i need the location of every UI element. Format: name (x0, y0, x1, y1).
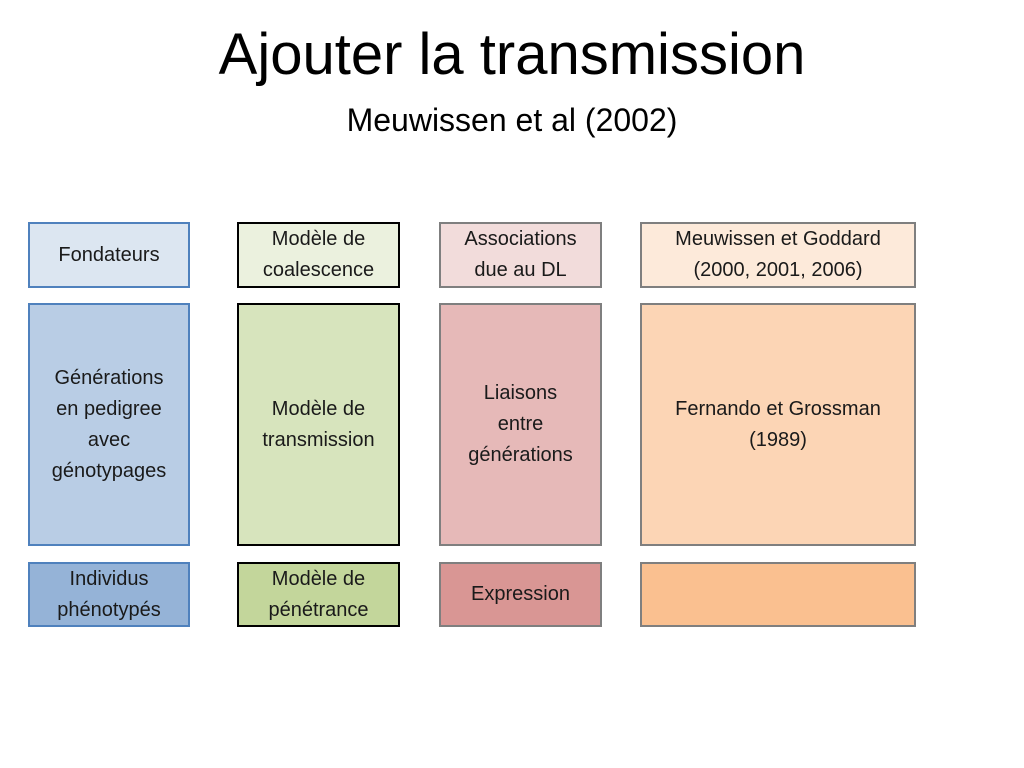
box-fondateurs: Fondateurs (28, 222, 190, 288)
box-individus-phenotypes-label: Individus phénotypés (57, 567, 161, 621)
slide-subtitle: Meuwissen et al (2002) (346, 102, 678, 138)
box-liaisons-generations-label: Liaisons entre générations (468, 382, 573, 466)
box-associations-dl: Associations due au DL (439, 222, 602, 288)
box-liaisons-generations: Liaisons entre générations (439, 303, 602, 546)
box-modele-transmission: Modèle de transmission (237, 303, 400, 546)
box-modele-coalescence-label: Modèle de coalescence (262, 228, 375, 281)
box-modele-penetrance: Modèle de pénétrance (237, 562, 400, 627)
box-fernando-grossman-label: Fernando et Grossman (1989) (675, 397, 881, 451)
box-modele-coalescence: Modèle de coalescence (237, 222, 400, 288)
box-generations-pedigree-label: Générations en pedigree avec génotypages (51, 366, 167, 482)
slide-title: Ajouter la transmission (218, 22, 806, 87)
box-modele-penetrance-label: Modèle de pénétrance (268, 567, 369, 621)
box-individus-phenotypes: Individus phénotypés (28, 562, 190, 627)
box-fernando-grossman: Fernando et Grossman (1989) (640, 303, 916, 546)
box-associations-dl-label: Associations due au DL (464, 228, 577, 281)
box-fondateurs-label: Fondateurs (58, 243, 160, 266)
box-meuwissen-goddard-label: Meuwissen et Goddard (2000, 2001, 2006) (675, 228, 881, 281)
box-meuwissen-goddard: Meuwissen et Goddard (2000, 2001, 2006) (640, 222, 916, 288)
box-generations-pedigree: Générations en pedigree avec génotypages (28, 303, 190, 546)
box-empty-orange (640, 562, 916, 627)
box-modele-transmission-label: Modèle de transmission (262, 397, 375, 451)
box-expression-label: Expression (471, 583, 570, 605)
box-expression: Expression (439, 562, 602, 627)
